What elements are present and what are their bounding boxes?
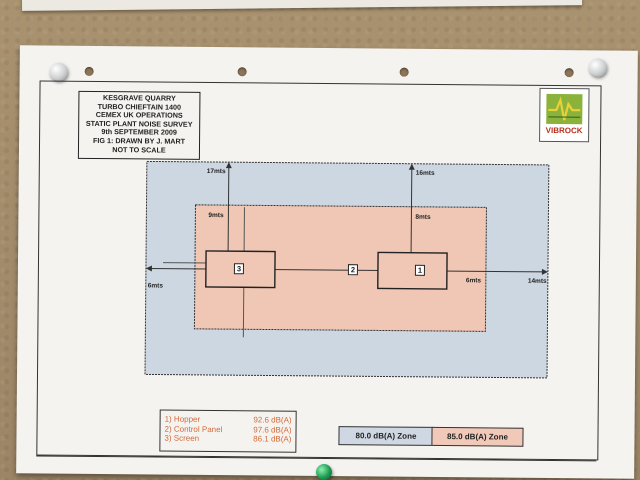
marker-screen: 3	[233, 263, 245, 275]
waveform-icon	[548, 96, 581, 121]
distance-label: 9mts	[208, 211, 224, 220]
zone-85db-key: 85.0 dB(A) Zone	[431, 426, 524, 447]
arrowhead	[225, 162, 232, 169]
distance-label: 6mts	[147, 282, 164, 290]
arrowhead	[145, 265, 152, 272]
hopper-unit	[377, 251, 448, 290]
distance-label: 17mts	[206, 167, 226, 176]
zone-80db-key: 80.0 dB(A) Zone	[338, 426, 434, 446]
legend-label: 1) Hopper	[164, 414, 201, 424]
distance-label: 8mts	[415, 213, 431, 221]
distance-label: 14mts	[527, 277, 547, 285]
legend-item: 3) Screen 86.1 dB(A)	[164, 434, 291, 445]
marker-hopper: 1	[414, 264, 426, 276]
arrowhead	[408, 163, 415, 170]
arrowhead	[541, 268, 548, 275]
legend-label: 3) Screen	[164, 433, 200, 443]
noise-survey-sheet: KESGRAVE QUARRY TURBO CHIEFTAIN 1400 CEM…	[16, 45, 638, 479]
legend-value: 86.1 dB(A)	[253, 434, 292, 444]
legend-value: 92.6 dB(A)	[253, 415, 292, 425]
vibrock-logo: VIBROCK	[539, 87, 590, 143]
legend-label: 2) Control Panel	[164, 424, 223, 434]
marker-control-panel: 2	[347, 264, 359, 276]
plant-layout-diagram	[144, 160, 550, 379]
logo-mark	[546, 93, 583, 125]
legend-value: 97.6 dB(A)	[253, 424, 292, 435]
distance-label: 6mts	[465, 277, 482, 285]
inner-zone-85db	[193, 204, 487, 332]
distance-label: 16mts	[415, 169, 435, 177]
pushpin-green	[316, 464, 332, 480]
legend-box: 1) Hopper 92.6 dB(A) 2) Control Panel 97…	[159, 409, 297, 453]
dimension-line	[410, 166, 413, 254]
